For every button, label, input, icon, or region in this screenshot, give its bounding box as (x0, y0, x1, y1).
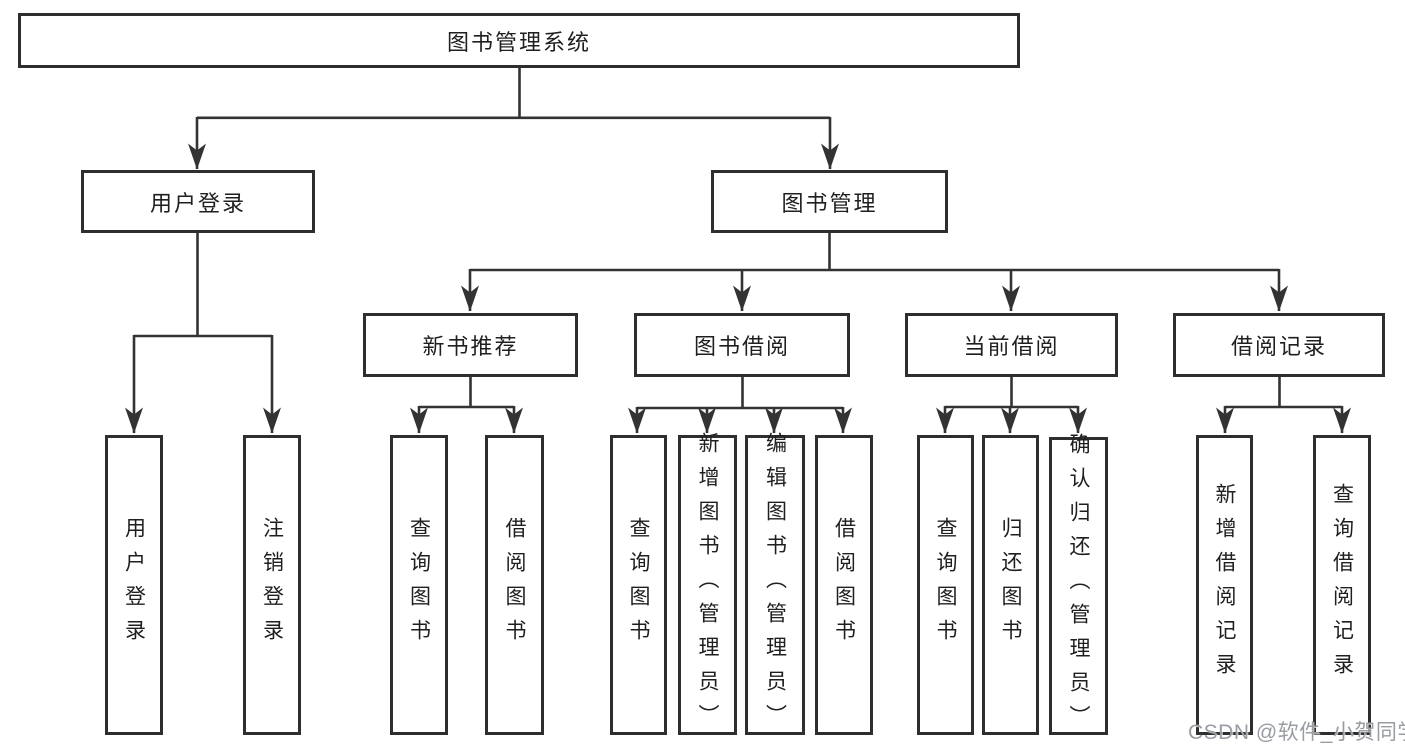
watermark: CSDN @软件_小贺同学 (1188, 721, 1405, 744)
leaf-confirm-return-admin-label: 确认归还（管理员） (1067, 433, 1090, 739)
node-book-borrow-label: 图书借阅 (693, 334, 790, 359)
wires-book-borrow (628, 376, 852, 434)
leaf-query-books-borrow: 查询图书 (610, 435, 667, 735)
wires-root (188, 66, 839, 170)
leaf-query-books-current: 查询图书 (917, 435, 974, 735)
leaf-add-books-admin-label: 新增图书（管理员） (696, 432, 719, 738)
wires-user-login (125, 232, 281, 434)
node-user-login-label: 用户登录 (149, 190, 246, 216)
leaf-return-books: 归还图书 (982, 435, 1039, 735)
node-root-label: 图书管理系统 (446, 29, 591, 55)
leaf-add-books-admin: 新增图书（管理员） (678, 432, 737, 738)
node-current-borrow-label: 当前借阅 (963, 334, 1060, 359)
leaf-add-borrow-record: 新增借阅记录 (1196, 435, 1253, 735)
leaf-query-borrow-record: 查询借阅记录 (1313, 435, 1371, 735)
leaf-query-books-recommend-label: 查询图书 (407, 517, 431, 653)
leaf-borrow-books-borrow: 借阅图书 (815, 435, 873, 735)
leaf-add-borrow-record-label: 新增借阅记录 (1213, 483, 1236, 687)
node-current-borrow: 当前借阅 (905, 313, 1118, 377)
leaf-borrow-books-recommend: 借阅图书 (485, 435, 544, 735)
leaf-query-books-borrow-label: 查询图书 (627, 517, 650, 653)
leaf-edit-books-admin-label: 编辑图书（管理员） (763, 432, 787, 738)
node-root: 图书管理系统 (18, 13, 1020, 68)
leaf-user-login: 用户登录 (105, 435, 163, 735)
wires-borrow-records (1216, 376, 1351, 434)
leaf-borrow-books-recommend-label: 借阅图书 (503, 517, 526, 653)
leaf-borrow-books-borrow-label: 借阅图书 (832, 517, 856, 653)
leaf-logout-login-label: 注销登录 (260, 517, 284, 653)
node-book-borrow: 图书借阅 (634, 313, 850, 377)
node-user-login: 用户登录 (81, 170, 315, 233)
leaf-edit-books-admin: 编辑图书（管理员） (745, 432, 805, 738)
node-book-management: 图书管理 (711, 170, 948, 233)
wires-book-management (461, 232, 1288, 312)
leaf-query-borrow-record-label: 查询借阅记录 (1330, 483, 1354, 687)
wires-new-book-recommend (410, 376, 523, 434)
leaf-confirm-return-admin: 确认归还（管理员） (1049, 433, 1108, 739)
leaf-logout-login: 注销登录 (243, 435, 301, 735)
node-new-book-recommend-label: 新书推荐 (422, 334, 519, 359)
node-book-management-label: 图书管理 (781, 190, 878, 216)
node-borrow-records-label: 借阅记录 (1230, 334, 1327, 359)
leaf-query-books-recommend: 查询图书 (390, 435, 448, 735)
leaf-user-login-label: 用户登录 (122, 517, 146, 653)
leaf-return-books-label: 归还图书 (999, 517, 1022, 653)
node-new-book-recommend: 新书推荐 (363, 313, 578, 377)
node-borrow-records: 借阅记录 (1173, 313, 1385, 377)
leaf-query-books-current-label: 查询图书 (934, 517, 957, 653)
wires-current-borrow (936, 376, 1087, 434)
